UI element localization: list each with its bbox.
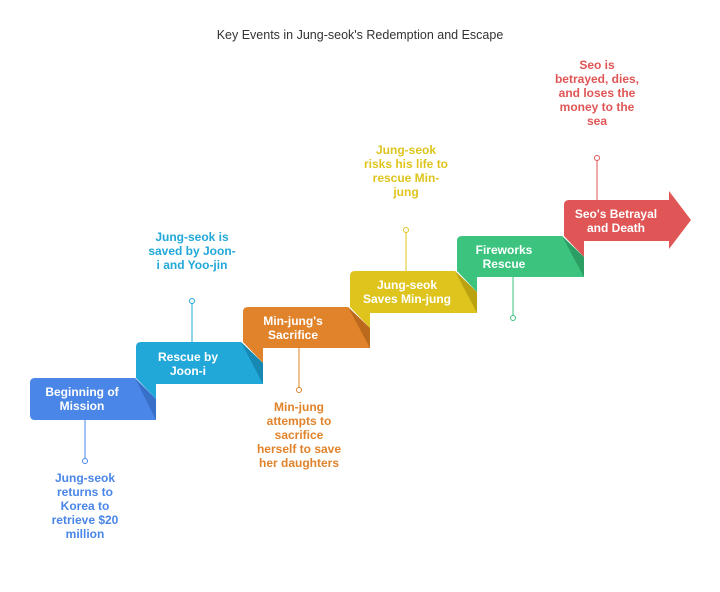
step-6-arrow <box>564 191 691 257</box>
connector-dot-1 <box>82 458 88 464</box>
step-description-1: Jung-seok returns to Korea to retrieve $… <box>51 471 119 541</box>
connector-dot-5 <box>510 315 516 321</box>
step-description-4: Jung-seok risks his life to rescue Min- … <box>363 143 449 199</box>
connector-dot-4 <box>403 227 409 233</box>
step-label-2: Rescue by Joon-i <box>157 350 219 378</box>
step-label-4: Jung-seok Saves Min-jung <box>362 278 451 306</box>
step-description-6: Seo is betrayed, dies, and loses the mon… <box>554 58 640 128</box>
step-label-3: Min-jung's Sacrifice <box>263 314 323 342</box>
step-description-2: Jung-seok is saved by Joon- i and Yoo-ji… <box>148 230 236 272</box>
step-1-shape <box>30 378 156 420</box>
step-label-1: Beginning of Mission <box>45 385 119 413</box>
step-4-shape <box>350 271 477 328</box>
diagram-title: Key Events in Jung-seok's Redemption and… <box>216 28 504 42</box>
connector-dot-3 <box>296 387 302 393</box>
connector-dot-6 <box>594 155 600 161</box>
step-label-6: Seo's Betrayal and Death <box>574 207 658 235</box>
connector-dot-2 <box>189 298 195 304</box>
step-3-shape <box>243 307 370 363</box>
step-2-shape <box>136 342 263 399</box>
connectors <box>82 155 600 464</box>
step-description-3: Min-jung attempts to sacrifice herself t… <box>256 400 342 470</box>
step-5-shape <box>457 236 584 292</box>
step-label-5: Fireworks Rescue <box>475 243 533 271</box>
